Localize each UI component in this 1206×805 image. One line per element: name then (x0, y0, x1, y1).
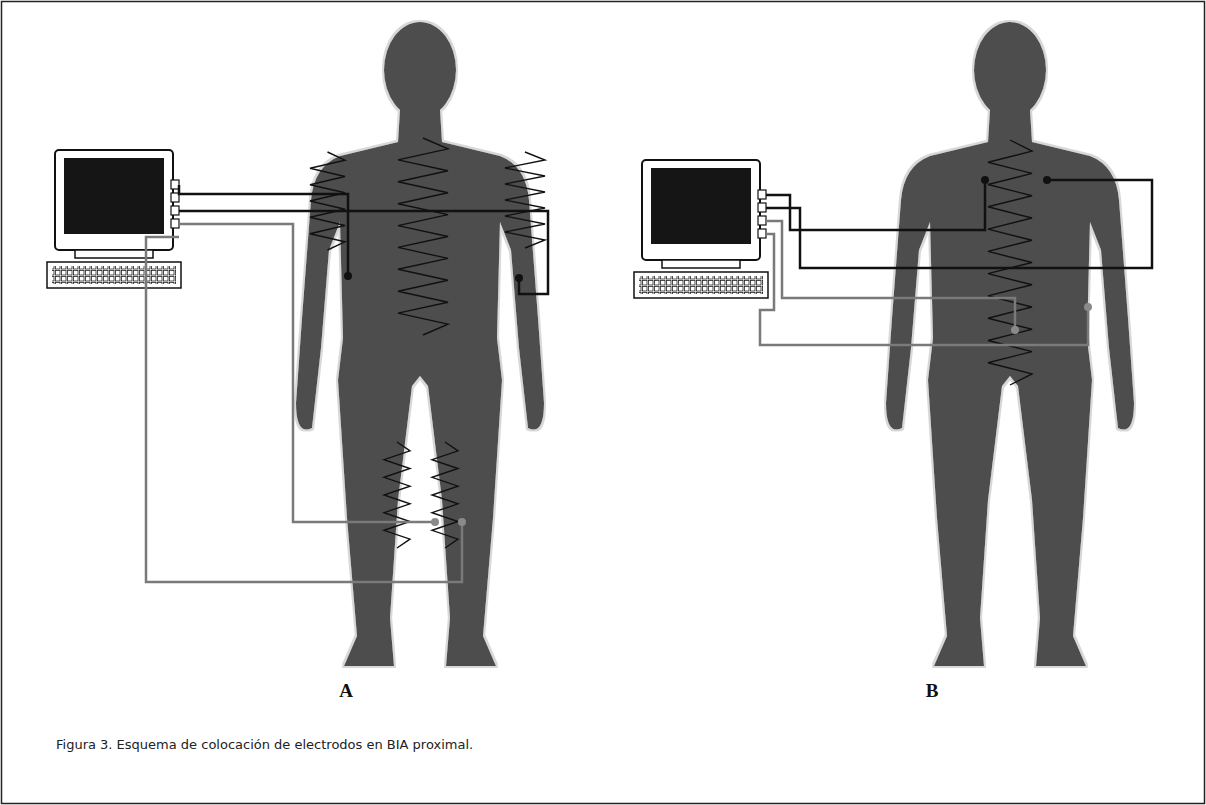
resistor-symbol (398, 138, 448, 335)
human-silhouette (296, 22, 544, 666)
electrodes (344, 272, 523, 526)
resistor-symbols (310, 138, 1032, 548)
electrode-wires (760, 180, 1152, 345)
electrodes (981, 176, 1092, 334)
resistor-symbol (988, 140, 1032, 385)
figure-caption: Figura 3. Esquema de colocación de elect… (56, 737, 473, 752)
computer (634, 160, 768, 298)
resistor-symbol (505, 152, 545, 248)
resistor-symbol (384, 442, 410, 548)
resistor-symbol (310, 152, 345, 250)
resistor-symbol (432, 442, 458, 548)
computer (47, 150, 181, 288)
panel-label: B (926, 680, 939, 702)
electrode-wires (146, 185, 548, 582)
panel-label: A (339, 680, 353, 702)
